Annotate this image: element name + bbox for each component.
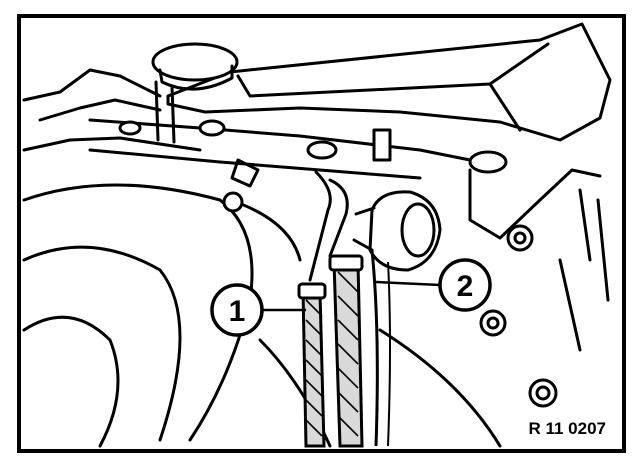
vacuum-line	[328, 178, 349, 258]
hatch	[305, 299, 323, 317]
callout-1-number: 1	[229, 295, 246, 328]
hatch	[305, 419, 323, 437]
intake-cover	[166, 22, 612, 142]
boss-left	[222, 191, 244, 213]
intake-cover-ridge	[236, 42, 550, 98]
hose-clamp	[328, 254, 364, 272]
intake-runner-6	[378, 328, 502, 448]
hatch	[305, 399, 323, 417]
valve-2	[368, 190, 442, 272]
hatch	[305, 359, 323, 377]
hatch	[337, 295, 359, 317]
hatch	[337, 319, 359, 341]
boss-upper	[479, 309, 507, 337]
left-housing-3	[22, 136, 202, 152]
right-bracket	[468, 168, 602, 240]
boss-upper-inner	[486, 316, 500, 330]
filler-cap	[151, 42, 239, 82]
reference-code-bg	[500, 414, 612, 440]
rail-bolts	[118, 119, 508, 174]
callout-2-circle	[438, 258, 492, 312]
boss-lower-inner	[535, 385, 551, 401]
intake-runner-2	[22, 245, 182, 442]
hatch	[337, 367, 359, 389]
filler-neck	[158, 64, 234, 91]
callout-1: 1	[210, 283, 264, 337]
hatch	[337, 343, 359, 365]
vacuum-line-2	[308, 170, 332, 282]
callout-2-number: 2	[457, 270, 474, 303]
valve-2-face	[400, 202, 436, 258]
hatch	[337, 271, 359, 293]
hose-1	[297, 254, 364, 448]
leader-line-2	[375, 280, 441, 287]
bracket-bolt	[506, 224, 534, 252]
valve-line-2	[387, 261, 391, 447]
bracket-bolt-inner	[513, 231, 527, 245]
fuel-rail-lower	[88, 148, 422, 180]
intake-runner-3	[22, 315, 120, 448]
valve-line	[370, 249, 379, 447]
hatch	[337, 415, 359, 437]
intake-runner-1	[22, 183, 254, 442]
bolt	[306, 140, 338, 160]
engine-linework	[22, 22, 612, 448]
filler-pipe	[154, 80, 176, 144]
hatch	[337, 391, 359, 413]
hose-hatching	[305, 271, 359, 437]
bolt	[198, 119, 226, 137]
left-housing	[22, 68, 162, 102]
hose-clamp	[297, 282, 327, 300]
bolt	[468, 150, 508, 174]
rail-clip	[230, 158, 260, 188]
callout-2: 2	[438, 258, 492, 312]
callout-1-circle	[210, 283, 264, 337]
hatch	[305, 339, 323, 357]
right-bracket-lines	[558, 188, 610, 352]
bolt-shaft	[372, 128, 392, 162]
fuel-rail	[88, 118, 472, 162]
bolt	[118, 120, 142, 136]
reference-code: R 11 0207	[528, 419, 606, 438]
valve-2-neck	[352, 206, 376, 252]
left-housing-2	[38, 98, 162, 122]
intake-cover-ridge-2	[488, 82, 522, 132]
boss-lower	[528, 378, 558, 408]
hatch	[305, 379, 323, 397]
hatch	[305, 319, 323, 337]
